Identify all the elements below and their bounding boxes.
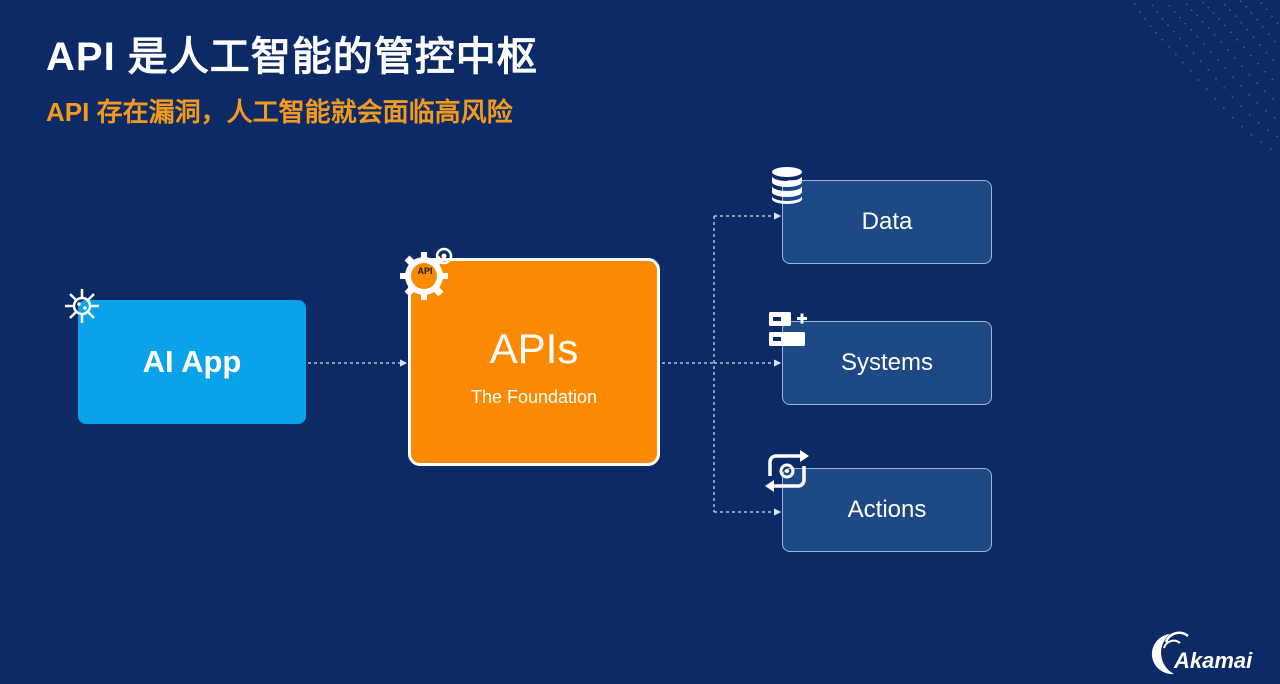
- apis-subtitle: The Foundation: [470, 387, 598, 407]
- ai-app-label: AI App: [142, 344, 242, 379]
- data-label: Data: [861, 208, 913, 235]
- systems-icon: [769, 312, 807, 346]
- data-box: Data: [782, 180, 992, 264]
- apis-title: APIs: [489, 325, 579, 372]
- slide-subtitle: API 存在漏洞，人工智能就会面临高风险: [46, 97, 513, 127]
- api-gear-icon: [400, 247, 453, 300]
- database-icon: [772, 167, 802, 204]
- virus-icon: [65, 289, 99, 323]
- apis-box: APIs The Foundation: [408, 258, 660, 466]
- actions-cycle-icon: [765, 450, 809, 492]
- ai-app-box: AI App: [78, 300, 306, 424]
- actions-label: Actions: [847, 496, 927, 523]
- akamai-logo-text: Akamai: [1174, 648, 1253, 673]
- systems-box: Systems: [782, 321, 992, 405]
- actions-box: Actions: [782, 468, 992, 552]
- akamai-logo: [1151, 631, 1189, 675]
- slide-title: API 是人工智能的管控中枢: [46, 35, 538, 79]
- api-gear-label: API: [417, 266, 433, 276]
- systems-label: Systems: [840, 349, 933, 376]
